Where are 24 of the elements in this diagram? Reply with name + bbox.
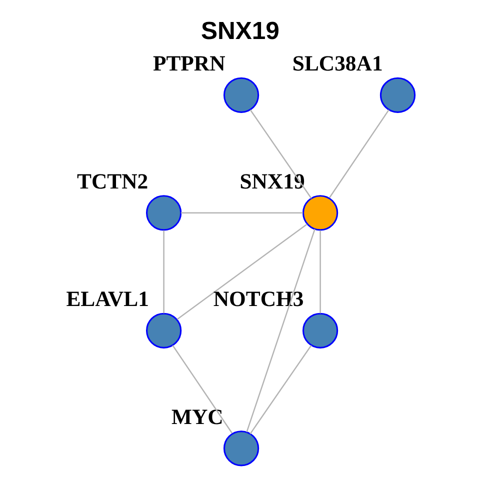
node-label: SNX19 <box>239 169 304 194</box>
connector <box>249 344 312 434</box>
node-circle <box>145 195 182 231</box>
connector <box>172 345 232 434</box>
node-label: SLC38A1 <box>292 52 382 76</box>
node-circle <box>222 77 259 113</box>
node-label: ELAVL1 <box>66 287 148 312</box>
node-label: PTPRN <box>152 52 225 76</box>
node-circle <box>302 195 338 231</box>
node-circle <box>222 430 259 466</box>
node-circle <box>379 77 416 113</box>
diagram-title: SNX19 <box>200 18 279 46</box>
connector <box>246 228 315 432</box>
connector <box>162 230 164 314</box>
connector <box>328 110 389 198</box>
node-circle <box>302 312 338 348</box>
connector <box>319 230 320 314</box>
connector <box>249 109 312 199</box>
node-circle <box>145 312 182 348</box>
connector <box>180 212 302 214</box>
node-label: TCTN2 <box>76 169 148 194</box>
node-label: MYC <box>171 404 223 429</box>
connector <box>176 224 307 320</box>
node-label: NOTCH3 <box>212 287 304 312</box>
